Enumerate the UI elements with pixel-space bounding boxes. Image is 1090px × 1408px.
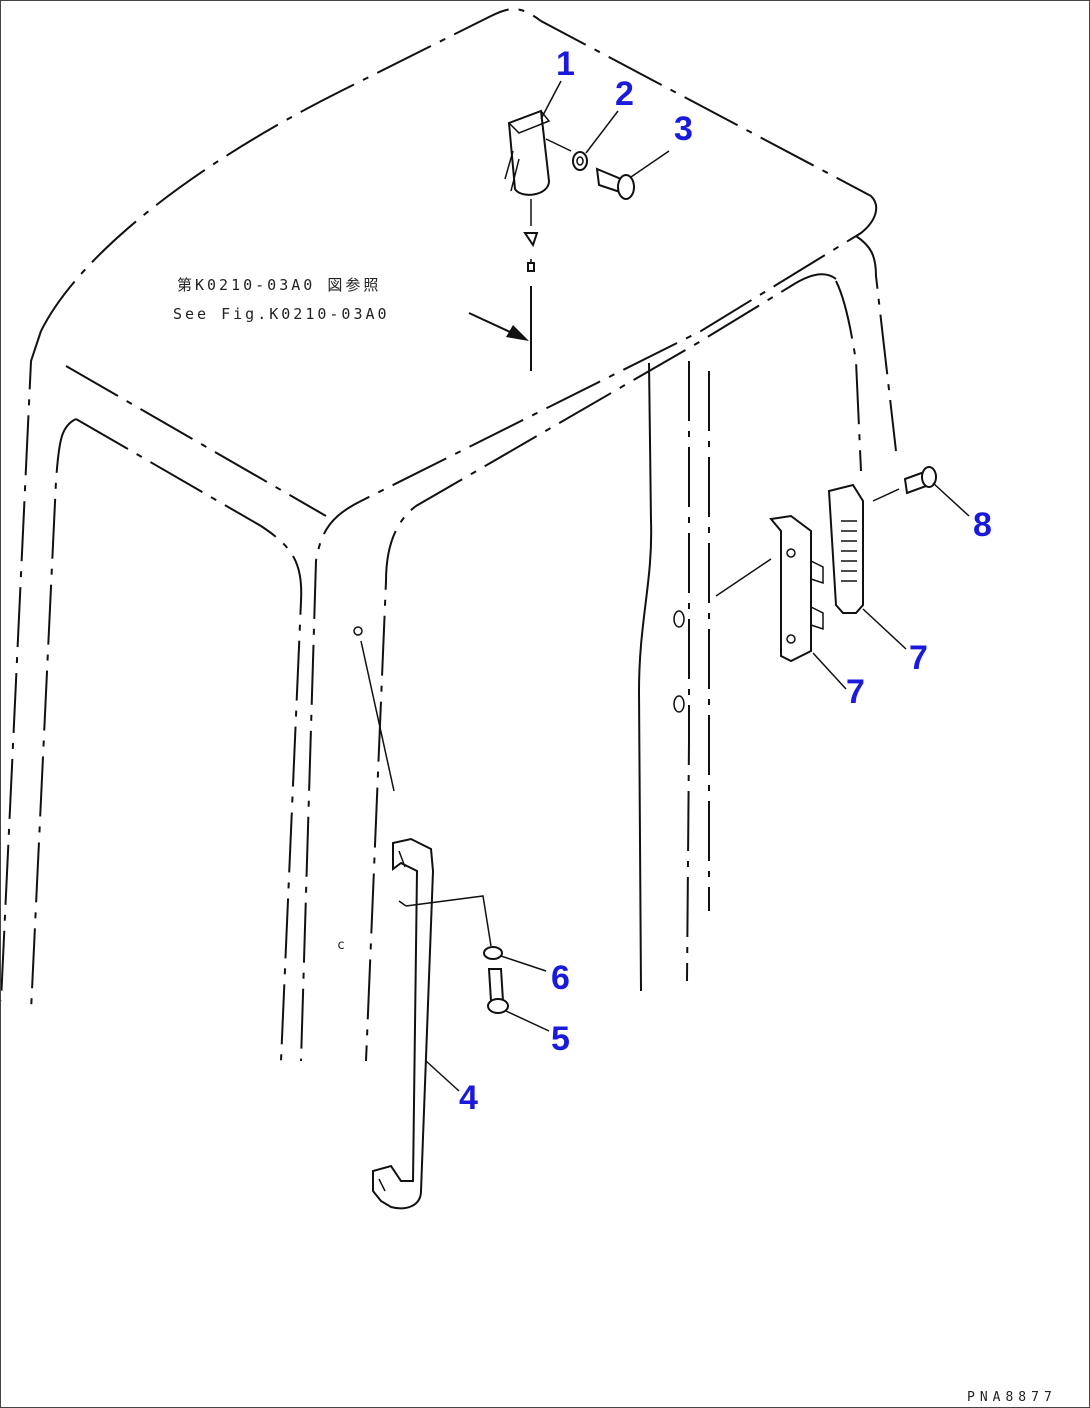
part-5-bolt [487,968,509,1014]
callout-2: 2 [615,75,634,113]
reference-note-en: See Fig.K0210-03A0 [173,305,390,323]
callout-6: 6 [551,959,570,997]
callout-5: 5 [551,1020,570,1058]
part-2-washer [572,151,588,171]
part-1-mount [504,109,572,371]
callout-leaders [425,80,970,1092]
part-3-bolt [595,167,635,200]
drawing-reference: PNA8877 [967,1390,1057,1405]
part-8-bolt [872,466,937,502]
callout-8: 8 [973,506,992,544]
part-4-handrail [360,640,492,1210]
callout-4: 4 [459,1079,478,1117]
callout-1: 1 [556,45,575,83]
callout-3: 3 [674,110,693,148]
cab-outline: c [1,8,897,1062]
part-6-washer [483,946,503,960]
part-7-grip [827,483,864,614]
callout-7a: 7 [909,639,928,677]
reference-note-jp: 第K0210-03A0 図参照 [177,276,381,294]
part-7-bracket [715,514,824,663]
svg-text:c: c [337,938,345,953]
callout-7b: 7 [846,673,865,711]
reference-arrow [468,312,529,341]
